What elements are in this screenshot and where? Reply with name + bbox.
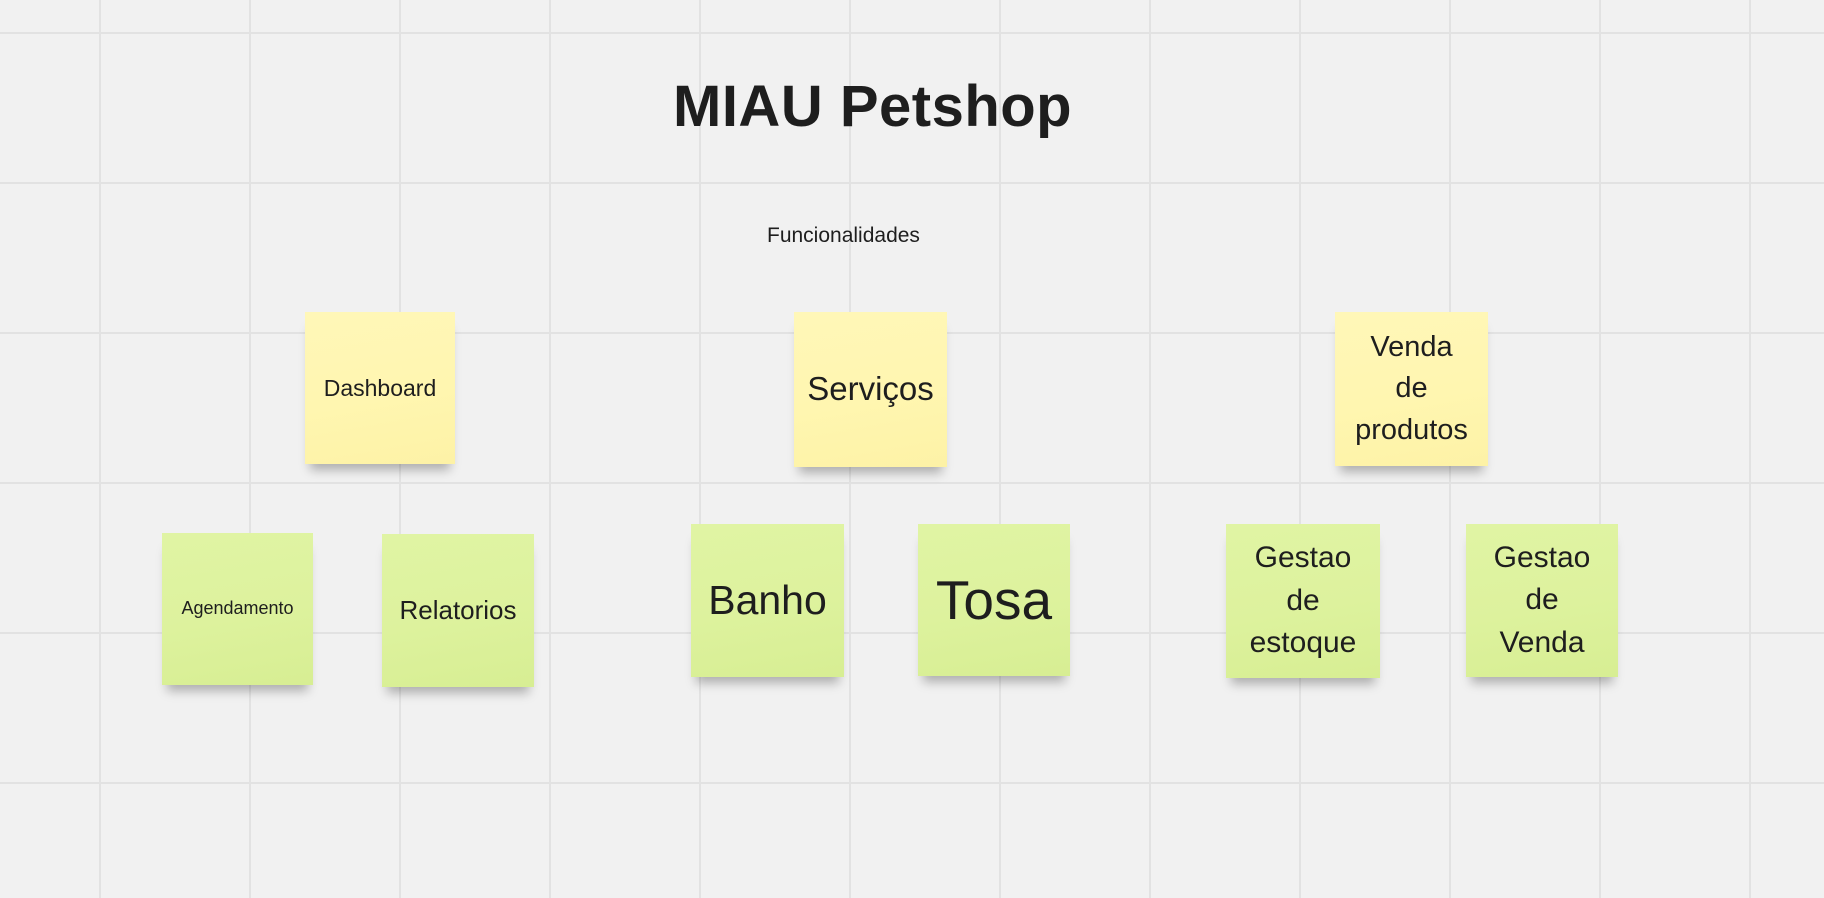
sticky-note-relatorios[interactable]: Relatorios <box>382 534 534 687</box>
sticky-note-label: Banho <box>708 577 827 624</box>
sticky-note-servicos[interactable]: Serviços <box>794 312 947 467</box>
sticky-note-label: Gestao de estoque <box>1249 541 1357 660</box>
sticky-note-label: Serviços <box>807 370 934 408</box>
sticky-note-label: Agendamento <box>181 598 294 619</box>
sticky-note-venda-de-produtos[interactable]: Venda de produtos <box>1335 312 1488 466</box>
sticky-note-agendamento[interactable]: Agendamento <box>162 533 313 685</box>
sticky-note-label: Gestao de Venda <box>1493 540 1591 659</box>
sticky-note-gestao-de-estoque[interactable]: Gestao de estoque <box>1226 524 1380 678</box>
sticky-note-tosa[interactable]: Tosa <box>918 524 1070 676</box>
sticky-note-gestao-de-venda[interactable]: Gestao de Venda <box>1466 524 1618 677</box>
sticky-note-label: Dashboard <box>323 374 437 401</box>
sticky-note-banho[interactable]: Banho <box>691 524 844 677</box>
board-title[interactable]: MIAU Petshop <box>673 74 1073 139</box>
sticky-note-label: Relatorios <box>399 595 517 626</box>
sticky-note-label: Tosa <box>935 568 1053 631</box>
board-subtitle[interactable]: Funcionalidades <box>767 224 920 247</box>
sticky-note-dashboard[interactable]: Dashboard <box>305 312 455 464</box>
sticky-note-label: Venda de produtos <box>1355 331 1468 446</box>
